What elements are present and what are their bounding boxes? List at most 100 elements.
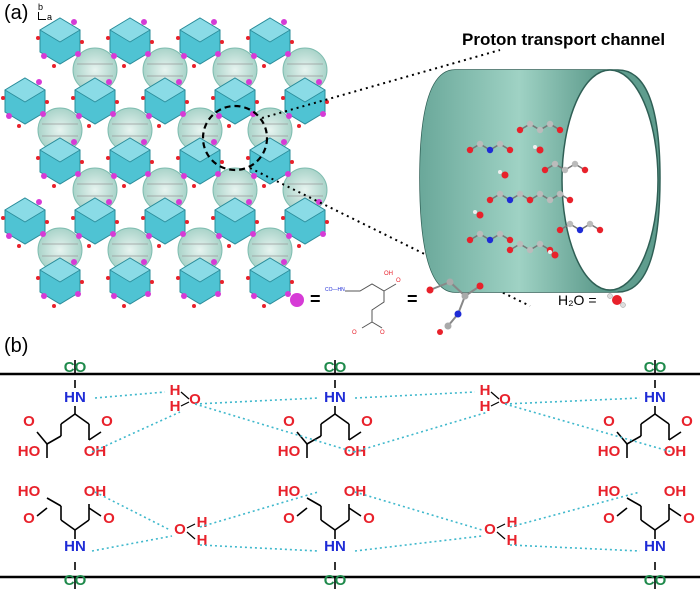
o-label: O	[23, 510, 35, 527]
framework-ligand-dot	[71, 139, 77, 145]
bond	[640, 519, 656, 531]
bond	[348, 507, 362, 517]
channel-atom	[551, 160, 559, 168]
framework-ligand-dot	[40, 111, 46, 117]
framework-oxygen-dot	[246, 276, 250, 280]
bond	[626, 497, 642, 507]
bond	[186, 531, 196, 540]
channel-atom	[506, 196, 514, 204]
framework-oxygen-dot	[45, 100, 49, 104]
h-label: H	[197, 514, 208, 531]
h-label: H	[507, 532, 518, 549]
framework-oxygen-dot	[262, 184, 266, 188]
o-label: O	[283, 413, 295, 430]
bond	[88, 431, 102, 441]
framework-oxygen-dot	[290, 280, 294, 284]
framework-ligand-dot	[36, 79, 42, 85]
framework-oxygen-dot	[115, 100, 119, 104]
framework-ligand-dot	[211, 259, 217, 265]
framework-ligand-dot	[320, 111, 326, 117]
o-label: O	[363, 510, 375, 527]
framework-oxygen-dot	[52, 64, 56, 68]
bond	[616, 507, 628, 517]
framework-ligand-dot	[251, 293, 257, 299]
channel-atom	[556, 226, 564, 234]
bond	[74, 519, 90, 531]
ho-label: HO	[278, 443, 301, 460]
bond	[320, 519, 336, 531]
framework-ligand-dot	[316, 79, 322, 85]
framework-oxygen-dot	[176, 276, 180, 280]
channel-atom	[566, 196, 574, 204]
framework-ligand-dot	[141, 19, 147, 25]
framework-oxygen-dot	[281, 96, 285, 100]
hn-label: HN	[324, 389, 346, 406]
framework-oxygen-dot	[246, 156, 250, 160]
channel-atom	[466, 236, 474, 244]
axis-a-label: a	[47, 12, 53, 22]
framework-oxygen-dot	[185, 100, 189, 104]
channel-water	[476, 211, 484, 219]
mof-framework	[1, 17, 329, 308]
o-label: O	[361, 413, 373, 430]
framework-ligand-dot	[6, 233, 12, 239]
channel-atom	[536, 126, 544, 134]
framework-oxygen-dot	[36, 156, 40, 160]
bond	[496, 523, 506, 529]
channel-atom	[526, 196, 534, 204]
framework-ligand-dot	[285, 291, 291, 297]
framework-oxygen-dot	[227, 244, 231, 248]
legend-co-hn: CO—HN	[325, 287, 345, 293]
framework-oxygen-dot	[262, 304, 266, 308]
framework-ligand-dot	[286, 233, 292, 239]
hn-label: HN	[64, 389, 86, 406]
bond	[296, 507, 308, 517]
framework-oxygen-dot	[255, 220, 259, 224]
bond	[46, 435, 62, 445]
framework-oxygen-dot	[106, 156, 110, 160]
channel-atom	[526, 120, 534, 128]
ho-label: HO	[598, 443, 621, 460]
hydrogen-bond	[199, 544, 319, 552]
hn-label: HN	[644, 389, 666, 406]
water-molecule-icon	[607, 293, 626, 308]
channel-atom	[516, 126, 524, 134]
framework-oxygen-dot	[150, 40, 154, 44]
channel-atom	[506, 236, 514, 244]
channel-atom	[506, 246, 514, 254]
o-label: O	[283, 510, 295, 527]
co-label: CO	[64, 359, 87, 376]
framework-oxygen-dot	[281, 216, 285, 220]
bond	[88, 507, 102, 517]
ho-label: HO	[18, 443, 41, 460]
o-label: O	[101, 413, 113, 430]
framework-oxygen-dot	[255, 100, 259, 104]
framework-ligand-dot	[281, 259, 287, 265]
panel-b-label: (b)	[4, 335, 29, 357]
channel-atom	[581, 166, 589, 174]
channel-water-h	[533, 145, 537, 149]
legend-equals-1: =	[310, 289, 321, 309]
magenta-sphere-icon	[290, 293, 304, 307]
framework-ligand-dot	[211, 139, 217, 145]
framework-ligand-dot	[76, 233, 82, 239]
channel-water-h	[548, 250, 552, 254]
legend-equals-2: =	[407, 289, 418, 309]
framework-oxygen-dot	[17, 124, 21, 128]
framework-ligand-dot	[251, 173, 257, 179]
framework-oxygen-dot	[220, 160, 224, 164]
h-label: H	[170, 398, 181, 415]
framework-ligand-dot	[41, 293, 47, 299]
framework-ligand-dot	[246, 199, 252, 205]
framework-oxygen-dot	[106, 276, 110, 280]
bond	[36, 507, 48, 517]
framework-node-face	[179, 257, 221, 283]
hydrogen-bond	[354, 491, 483, 531]
proton-channel-cylinder	[419, 69, 661, 293]
svg-text:OH: OH	[384, 271, 393, 277]
bond	[60, 413, 76, 425]
channel-atom	[476, 230, 484, 238]
hn-label: HN	[644, 538, 666, 555]
framework-ligand-dot	[106, 79, 112, 85]
